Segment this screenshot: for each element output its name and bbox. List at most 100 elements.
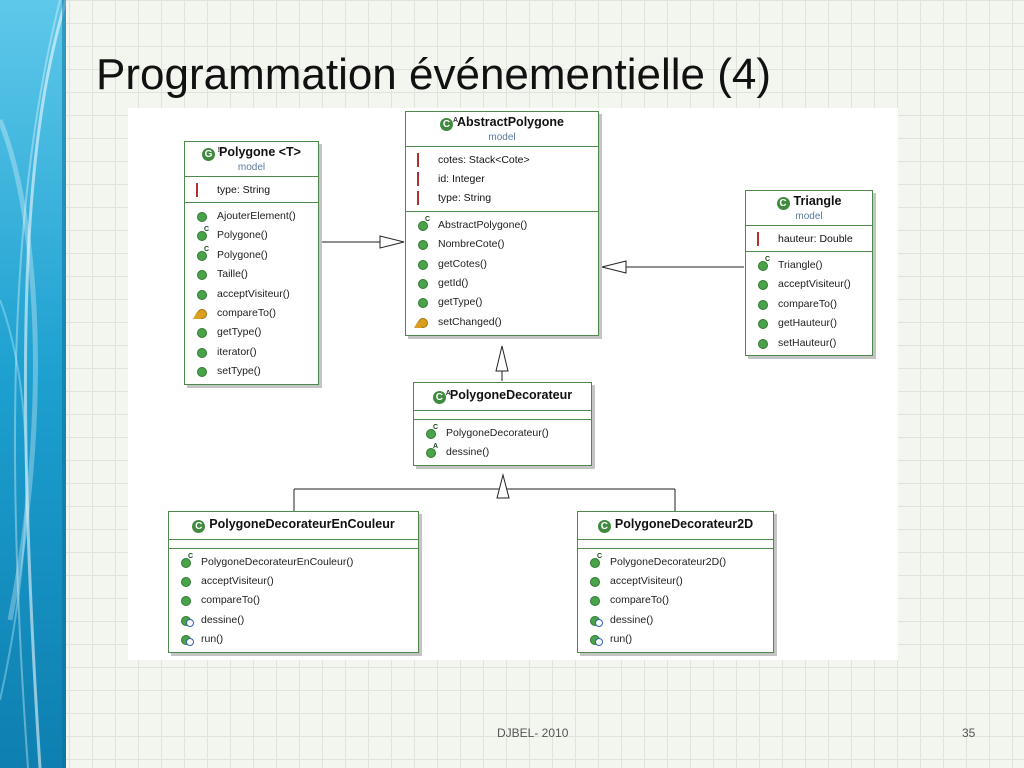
attributes-section-empty bbox=[578, 540, 773, 549]
arrowhead-polygone bbox=[379, 235, 405, 249]
private-field-icon bbox=[417, 172, 419, 187]
operation-row: acceptVisiteur() bbox=[746, 275, 872, 294]
attributes-section: type: String bbox=[185, 177, 318, 204]
arrowhead-triangle bbox=[601, 260, 627, 274]
public-method-icon bbox=[418, 298, 428, 309]
arrowhead-sub-decorators bbox=[496, 473, 510, 499]
slide-footer: DJBEL- 2010 bbox=[497, 726, 569, 740]
left-decorative-band bbox=[0, 0, 66, 768]
operation-row: setChanged() bbox=[406, 312, 598, 331]
operation-row: getHauteur() bbox=[746, 314, 872, 333]
private-field-icon bbox=[417, 152, 419, 167]
class-package: model bbox=[237, 162, 266, 173]
operation-row: acceptVisiteur() bbox=[578, 571, 773, 590]
operation-row: getId() bbox=[406, 273, 598, 292]
operation-row: setHauteur() bbox=[746, 333, 872, 352]
override-badge-icon bbox=[595, 638, 603, 647]
constructor-icon bbox=[426, 428, 436, 439]
override-badge-icon bbox=[186, 638, 194, 647]
class-name: PolygoneDecorateur bbox=[449, 388, 573, 402]
operation-row: acceptVisiteur() bbox=[185, 284, 318, 303]
operation-row: compareTo() bbox=[185, 303, 318, 322]
attributes-section-empty bbox=[169, 540, 418, 549]
warning-icon bbox=[193, 312, 201, 320]
inheritance-connectors bbox=[293, 235, 744, 511]
constructor-icon bbox=[181, 557, 191, 568]
constructor-icon bbox=[590, 557, 600, 568]
class-icon: C bbox=[597, 520, 611, 533]
public-method-icon bbox=[758, 338, 768, 349]
class-polygone[interactable]: G!Polygone <T> model type: String Ajoute… bbox=[184, 141, 319, 385]
class-name: AbstractPolygone bbox=[457, 115, 564, 129]
public-method-icon bbox=[418, 279, 428, 290]
operation-row: acceptVisiteur() bbox=[169, 571, 418, 590]
public-method-icon bbox=[181, 596, 191, 607]
arrowhead-decorateur bbox=[495, 345, 509, 372]
public-method-icon bbox=[197, 289, 207, 300]
public-method-icon bbox=[418, 259, 428, 270]
private-field-icon bbox=[757, 231, 759, 246]
class-name: Polygone <T> bbox=[219, 145, 301, 159]
class-icon: C bbox=[776, 197, 790, 210]
operation-row: NombreCote() bbox=[406, 235, 598, 254]
public-method-icon bbox=[758, 299, 768, 310]
operation-row: Taille() bbox=[185, 265, 318, 284]
operation-row: compareTo() bbox=[746, 294, 872, 313]
operation-row: compareTo() bbox=[578, 591, 773, 610]
uml-diagram: G!Polygone <T> model type: String Ajoute… bbox=[128, 108, 898, 660]
slide-title: Programmation événementielle (4) bbox=[96, 50, 771, 99]
attributes-section-empty bbox=[414, 411, 591, 420]
constructor-icon bbox=[197, 231, 207, 242]
class-package: model bbox=[488, 132, 516, 143]
public-method-icon bbox=[418, 240, 428, 251]
slide-page-number: 35 bbox=[962, 726, 976, 740]
generic-class-icon: G! bbox=[202, 147, 220, 161]
public-method-icon bbox=[181, 577, 191, 588]
constructor-icon bbox=[197, 250, 207, 261]
public-method-icon bbox=[197, 212, 207, 223]
operation-row: getCotes() bbox=[406, 254, 598, 273]
warning-icon bbox=[414, 320, 422, 328]
attribute-row: type: String bbox=[406, 189, 598, 208]
attribute-row: cotes: Stack<Cote> bbox=[406, 150, 598, 169]
public-method-icon bbox=[758, 319, 768, 330]
class-name: PolygoneDecorateurEnCouleur bbox=[209, 517, 395, 531]
attribute-row: hauteur: Double bbox=[746, 229, 872, 248]
attributes-section: cotes: Stack<Cote> id: Integer type: Str… bbox=[406, 147, 598, 213]
constructor-icon bbox=[758, 261, 768, 272]
operation-row: setType() bbox=[185, 362, 318, 381]
operation-row: run() bbox=[169, 630, 418, 649]
operation-row: dessine() bbox=[169, 610, 418, 629]
public-method-icon bbox=[197, 367, 207, 378]
abstract-method-icon bbox=[426, 448, 436, 459]
attributes-section: hauteur: Double bbox=[746, 226, 872, 253]
class-name: Triangle bbox=[793, 194, 842, 208]
public-method-icon bbox=[758, 280, 768, 291]
constructor-icon bbox=[418, 220, 428, 231]
attribute-row: id: Integer bbox=[406, 169, 598, 188]
